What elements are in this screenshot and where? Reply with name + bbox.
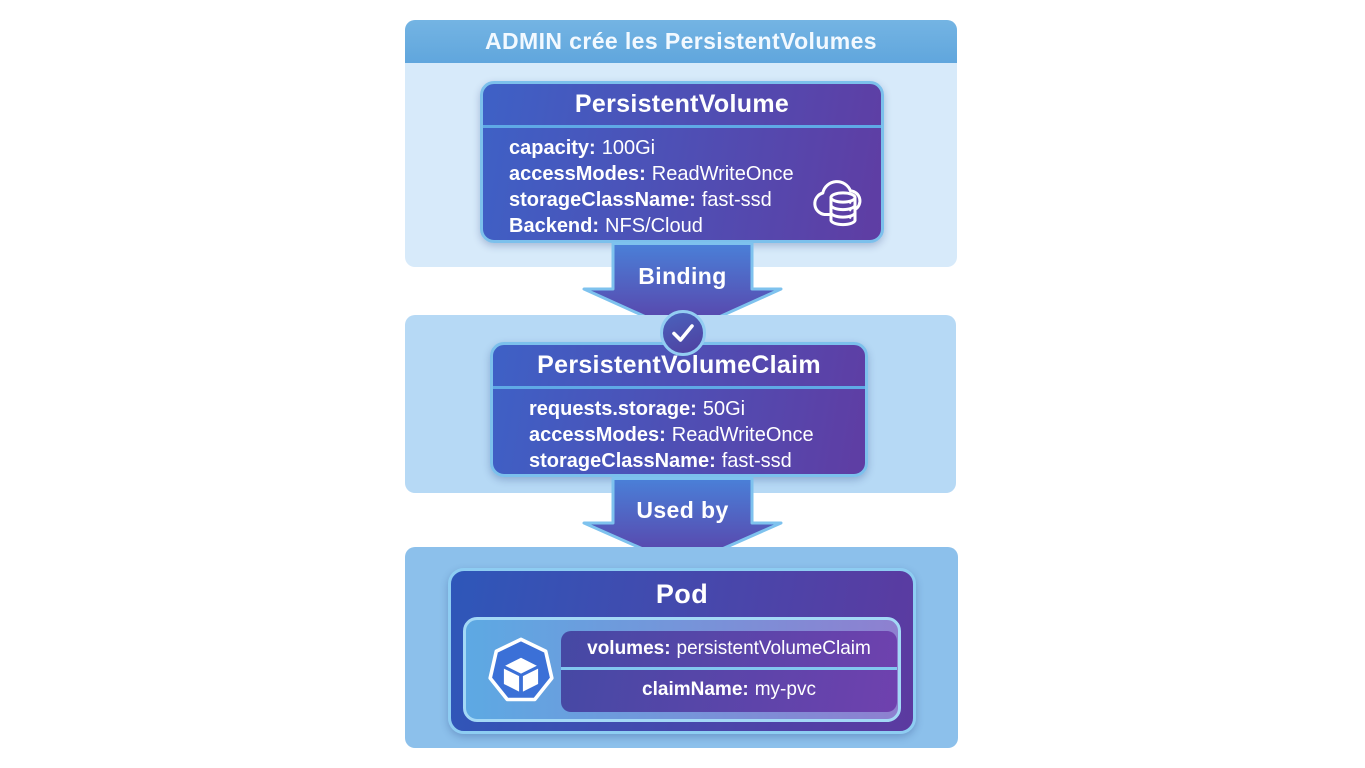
pvc-accessmodes-label: accessModes: [529,424,666,446]
pv-accessmodes-label: accessModes: [509,163,646,185]
pv-capacity: capacity:100Gi [509,135,881,161]
pod-box: Pod volumes:persistentVolumeClaim claimN… [448,568,916,734]
pv-backend-value: NFS/Cloud [605,215,703,237]
pod-claimname-value: my-pvc [754,678,816,700]
pv-storageclass: storageClassName:fast-ssd [509,187,881,213]
pvc-accessmodes: accessModes:ReadWriteOnce [529,422,865,448]
persistentvolumeclaim-box: PersistentVolumeClaim requests.storage:5… [490,342,868,477]
pod-volume-rows: volumes:persistentVolumeClaim claimName:… [561,631,897,712]
binding-arrow: Binding [582,242,783,335]
pvc-requests-storage: requests.storage:50Gi [529,396,865,422]
checkmark-icon [660,310,706,356]
pv-backend-label: Backend: [509,215,600,237]
persistentvolumeclaim-properties: requests.storage:50Gi accessModes:ReadWr… [493,389,865,474]
cloud-database-icon [813,180,862,227]
pvc-storageclass: storageClassName:fast-ssd [529,448,865,474]
pod-title: Pod [655,578,709,609]
pv-capacity-label: capacity: [509,137,596,159]
used-by-arrow-label: Used by [636,497,729,523]
pv-accessmodes-value: ReadWriteOnce [651,163,794,185]
pod-volumes-row: volumes:persistentVolumeClaim [561,631,897,670]
pv-capacity-value: 100Gi [601,137,656,159]
pvc-requests-storage-value: 50Gi [702,398,746,420]
pv-backend: Backend:NFS/Cloud [509,213,881,239]
pvc-accessmodes-value: ReadWriteOnce [671,424,814,446]
pv-storageclass-value: fast-ssd [701,189,772,211]
down-arrow-shape [582,477,783,568]
pod-section-panel: Pod volumes:persistentVolumeClaim claimN… [405,547,958,748]
pv-storageclass-label: storageClassName: [509,189,696,211]
pvc-requests-storage-label: requests.storage: [529,398,697,420]
persistentvolume-title: PersistentVolume [483,84,881,128]
pvc-storageclass-value: fast-ssd [721,450,792,472]
pod-inner-container: volumes:persistentVolumeClaim claimName:… [463,617,901,722]
admin-section-panel: ADMIN crée les PersistentVolumes Persist… [405,20,957,267]
pvc-storageclass-label: storageClassName: [529,450,716,472]
persistentvolume-box: PersistentVolume capacity:100Gi accessMo… [480,81,884,243]
pod-claimname-row: claimName:my-pvc [561,670,897,709]
admin-banner: ADMIN crée les PersistentVolumes [405,20,957,63]
admin-banner-title: ADMIN crée les PersistentVolumes [484,28,878,54]
pod-volumes-label: volumes: [587,638,671,659]
binding-arrow-label: Binding [638,263,727,289]
pod-claimname-label: claimName: [642,678,749,700]
down-arrow-shape [582,242,783,335]
pod-volumes-value: persistentVolumeClaim [676,638,871,659]
persistentvolume-properties: capacity:100Gi accessModes:ReadWriteOnce… [483,128,881,239]
kubernetes-icon [488,637,554,702]
used-by-arrow: Used by [582,477,783,568]
pv-accessmodes: accessModes:ReadWriteOnce [509,161,881,187]
